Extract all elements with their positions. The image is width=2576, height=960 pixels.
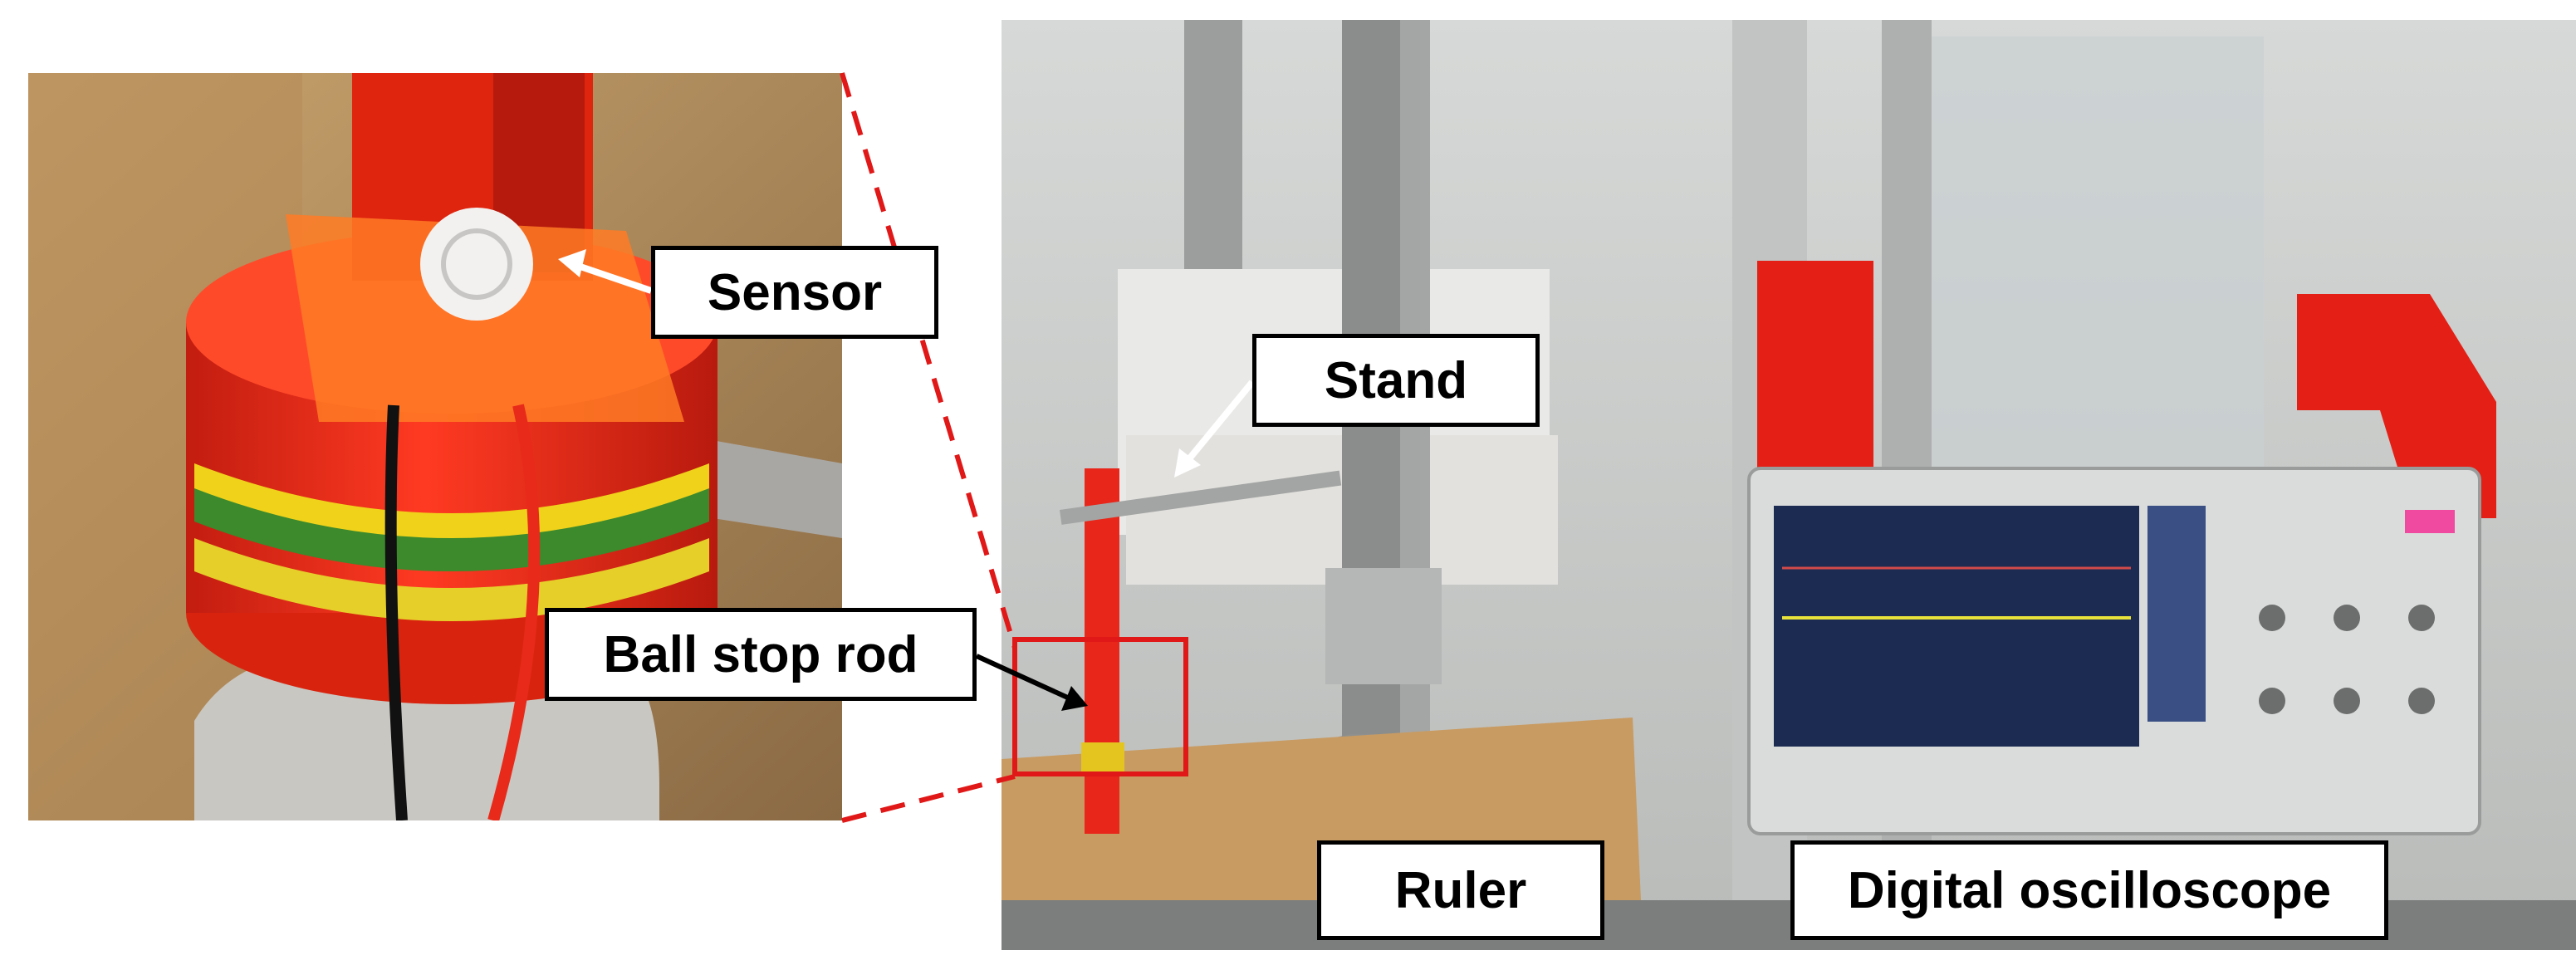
ball-stop-rod-label: Ball stop rod xyxy=(545,608,977,701)
experimental-setup-photo xyxy=(1002,20,2576,950)
sensor-closeup-photo xyxy=(28,73,842,820)
ruler-label: Ruler xyxy=(1317,840,1604,940)
digital-oscilloscope-label: Digital oscilloscope xyxy=(1790,840,2388,940)
setup-illustration xyxy=(1002,20,2576,950)
zoom-connector-top xyxy=(840,72,1017,649)
stand-label: Stand xyxy=(1252,334,1540,427)
zoom-connector-bottom xyxy=(841,774,1016,823)
sensor-closeup-illustration xyxy=(28,73,842,820)
sensor-label: Sensor xyxy=(651,246,938,339)
